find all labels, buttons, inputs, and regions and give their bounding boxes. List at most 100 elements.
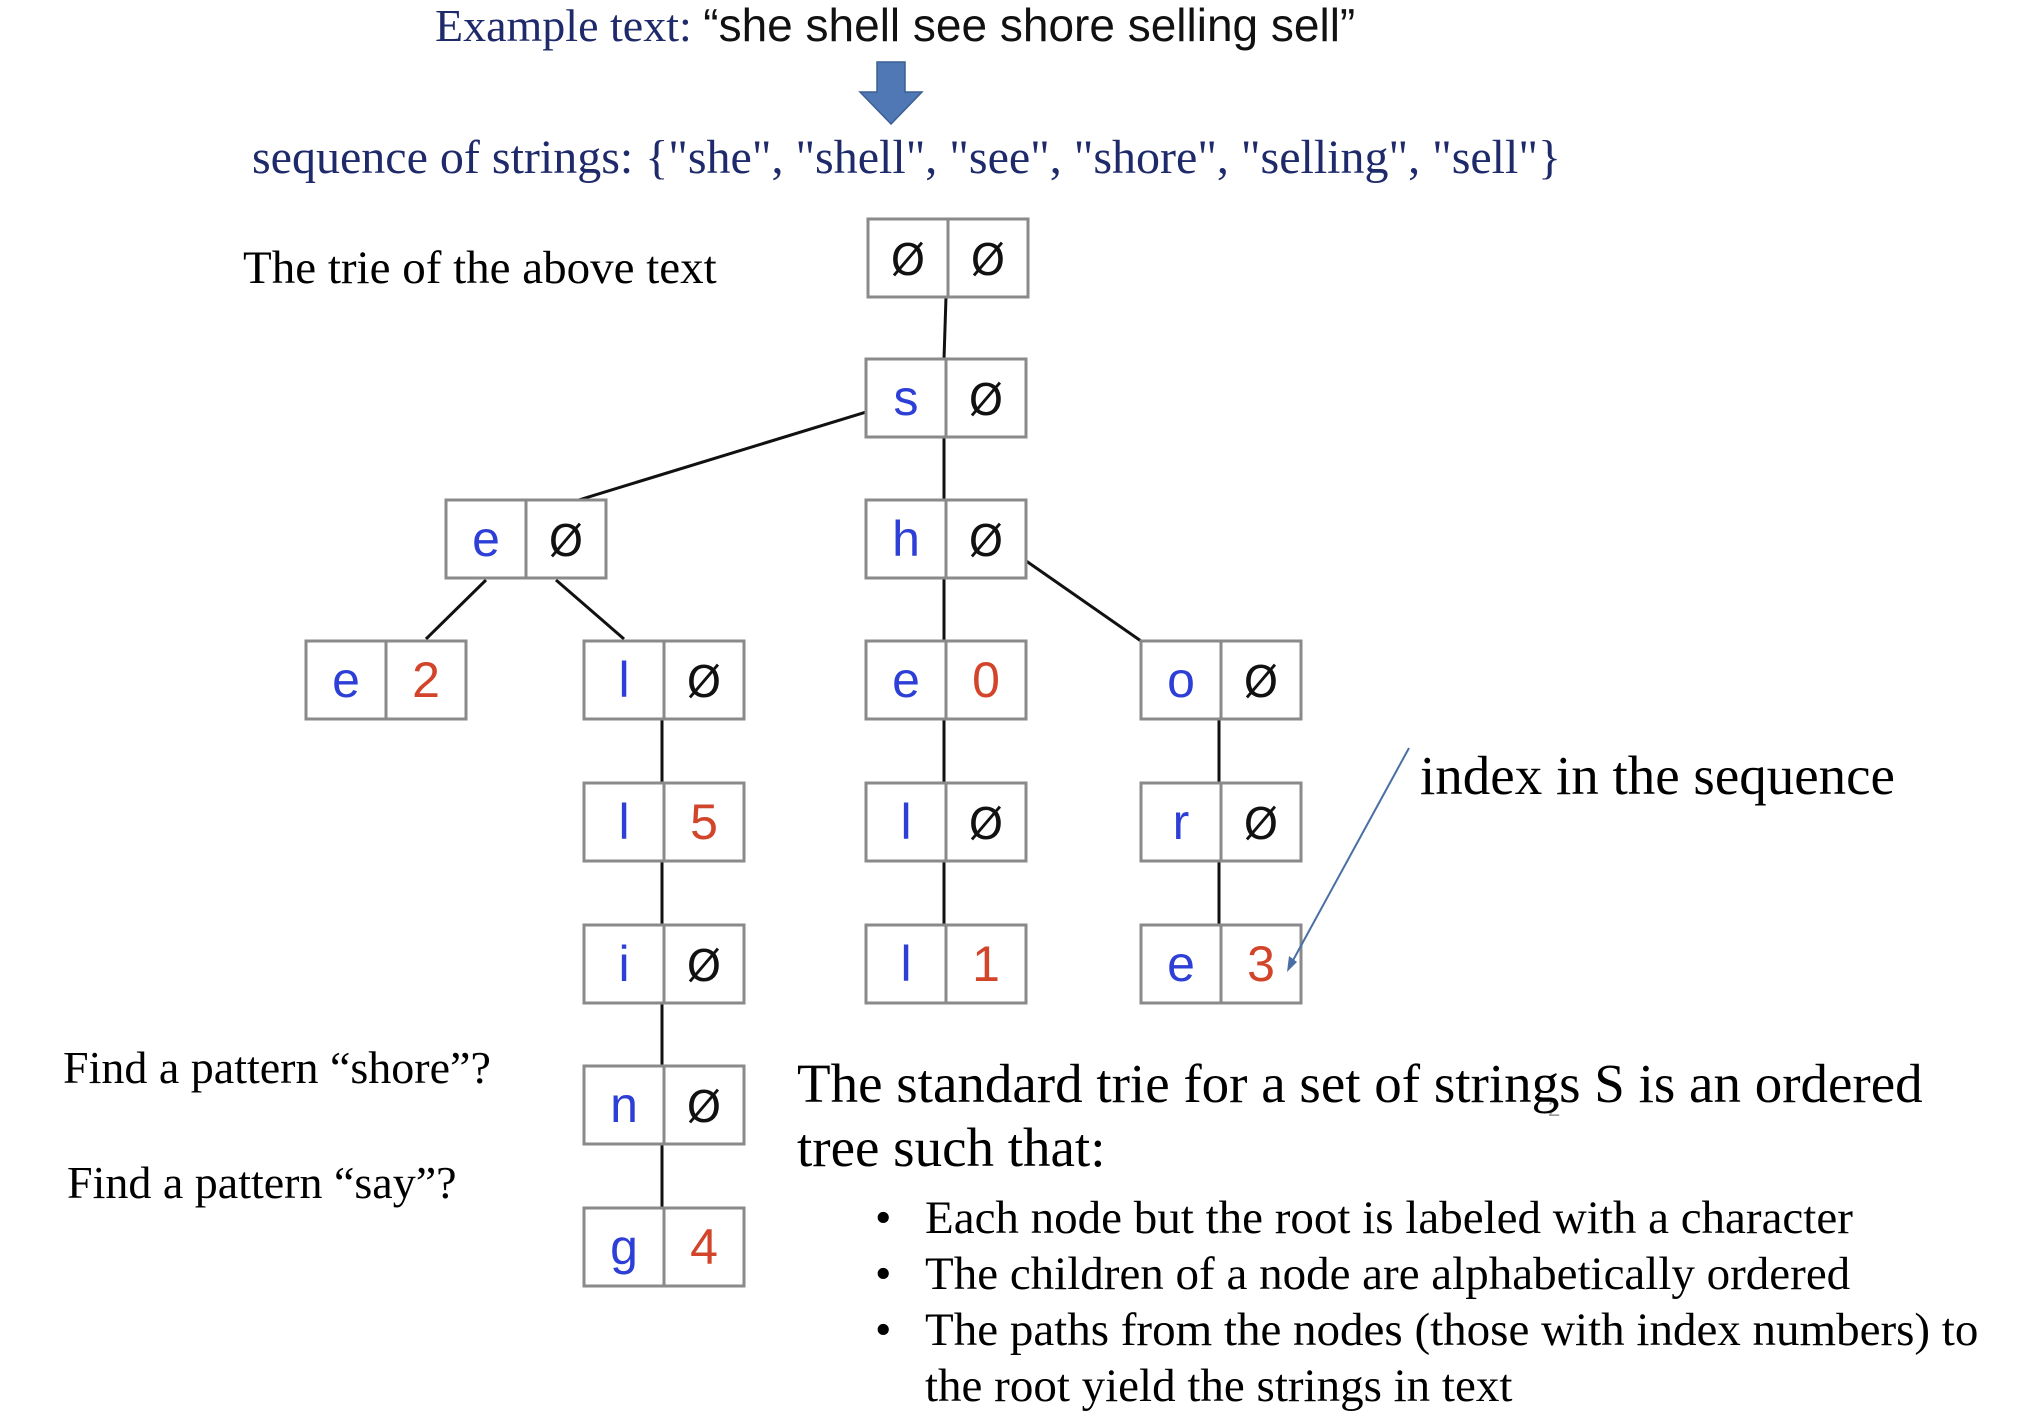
node-index-cell [1219, 923, 1303, 1005]
question-find-shore: Find a pattern “shore”? [63, 1042, 491, 1093]
node-char-label: n [610, 1077, 638, 1133]
node-char-label: e [892, 652, 920, 708]
node-index-cell [662, 1064, 746, 1146]
definition-bullet: •The children of a node are alphabetical… [797, 1246, 1997, 1302]
node-char-label: s [894, 370, 919, 426]
pointer-head [1287, 956, 1297, 972]
question-find-say: Find a pattern “say”? [67, 1157, 457, 1208]
node-index-label: Ø [687, 657, 722, 708]
trie-edge [424, 578, 488, 641]
node-char-label: l [618, 652, 629, 708]
node-char-label: l [900, 794, 911, 850]
example-label: Example text: [435, 0, 704, 51]
sequence-of-strings: sequence of strings: {"she", "shell", "s… [252, 131, 1561, 184]
node-char-label: Ø [891, 235, 926, 286]
node-char-label: l [900, 936, 911, 992]
trie-edge [1025, 559, 1142, 643]
node-char-cell [582, 1064, 666, 1146]
node-index-cell [662, 639, 746, 721]
node-char-label: l [618, 794, 629, 850]
node-index-label: 1 [972, 936, 1000, 992]
bullet-symbol: • [875, 1192, 892, 1244]
node-index-label: Ø [1244, 799, 1279, 850]
node-index-label: 2 [412, 652, 440, 708]
node-char-label: g [610, 1219, 638, 1275]
node-index-label: Ø [687, 1082, 722, 1133]
node-index-label: Ø [969, 799, 1004, 850]
definition-title: The standard trie for a set of strings S… [797, 1053, 1923, 1178]
node-index-label: Ø [687, 941, 722, 992]
example-text-line: Example text: “she shell see shore selli… [435, 2, 1355, 49]
node-index-cell [944, 639, 1028, 721]
node-index-label: 0 [972, 652, 1000, 708]
down-arrow-icon [858, 61, 924, 126]
node-char-cell [582, 639, 666, 721]
example-value: “she shell see shore selling sell” [703, 0, 1356, 51]
bullet-text: Each node but the root is labeled with a… [925, 1192, 1853, 1244]
node-index-cell [1219, 781, 1303, 863]
index-caption: index in the sequence [1420, 745, 1895, 806]
node-index-cell [384, 639, 468, 721]
node-index-cell [1219, 639, 1303, 721]
node-char-cell [864, 781, 948, 863]
node-index-label: Ø [971, 235, 1006, 286]
node-char-label: e [332, 652, 360, 708]
node-char-cell [1139, 639, 1223, 721]
node-index-cell [944, 357, 1028, 439]
node-char-label: o [1167, 652, 1195, 708]
bullet-symbol: • [875, 1304, 892, 1356]
node-char-cell [444, 498, 528, 580]
node-index-label: 3 [1247, 936, 1275, 992]
definition-bullet: •The paths from the nodes (those with in… [797, 1302, 1997, 1414]
trie-edge [545, 410, 867, 512]
node-index-label: Ø [549, 516, 584, 567]
node-index-label: Ø [969, 375, 1004, 426]
trie-definition: The standard trie for a set of strings S… [797, 1052, 1997, 1414]
node-char-cell [864, 639, 948, 721]
definition-bullets: • Each node but the root is labeled with … [797, 1190, 1997, 1414]
node-index-cell [944, 923, 1028, 1005]
node-char-cell [1139, 781, 1223, 863]
node-index-cell [946, 217, 1030, 299]
trie-edge [942, 296, 948, 360]
index-pointer-arrow-icon [1287, 747, 1410, 972]
node-char-cell [866, 217, 950, 299]
node-index-cell [944, 498, 1028, 580]
bullet-text: The children of a node are alphabeticall… [925, 1248, 1851, 1300]
trie-edges [424, 296, 1221, 1208]
node-index-label: 5 [690, 794, 718, 850]
definition-bullet: • Each node but the root is labeled with … [797, 1190, 1997, 1246]
node-index-cell [662, 923, 746, 1005]
node-char-label: e [1167, 936, 1195, 992]
node-char-label: i [618, 936, 629, 992]
node-char-cell [582, 1206, 666, 1288]
node-index-cell [524, 498, 608, 580]
node-char-label: e [472, 511, 500, 567]
node-char-cell [864, 357, 948, 439]
node-char-label: h [892, 511, 920, 567]
node-char-cell [304, 639, 388, 721]
trie-caption: The trie of the above text [243, 242, 717, 294]
node-index-label: Ø [969, 516, 1004, 567]
pointer-line [1290, 747, 1410, 965]
page-number: 2 [1548, 1096, 1561, 1121]
trie-edge [555, 578, 625, 641]
node-index-cell [944, 781, 1028, 863]
